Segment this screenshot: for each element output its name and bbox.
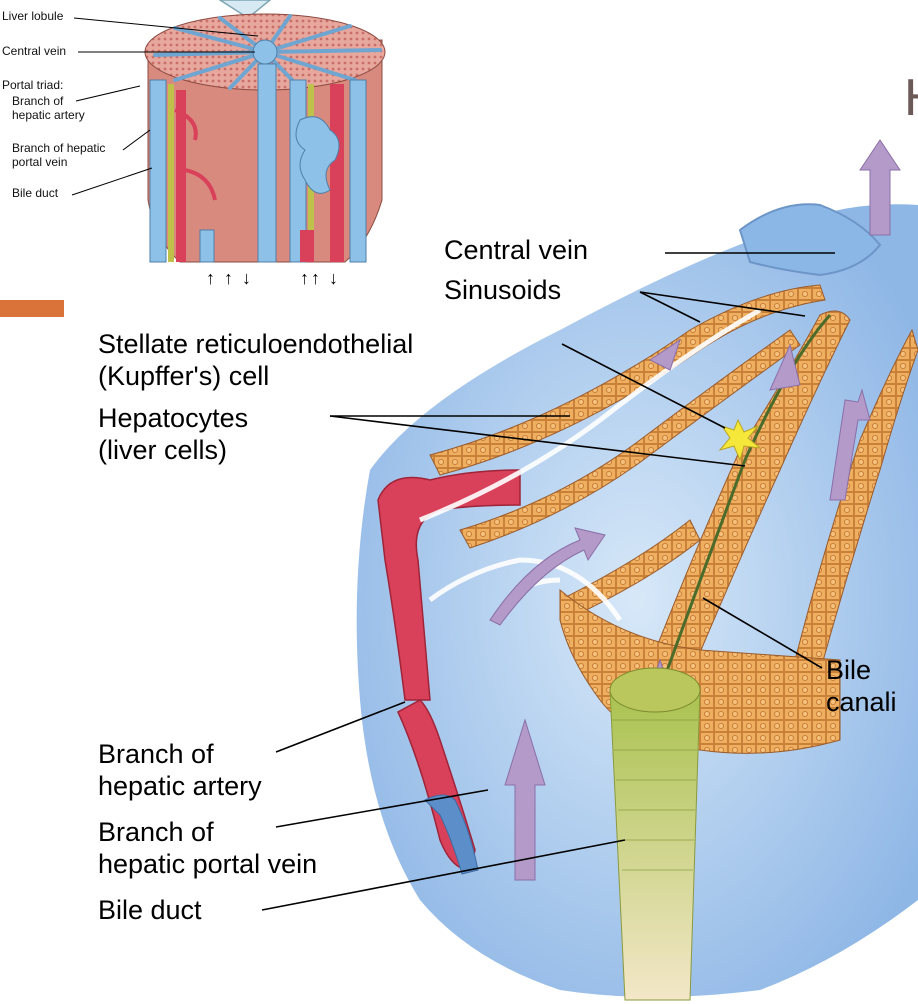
label-stellate-kupffer-cell: Stellate reticuloendothelial (Kupffer's)… — [98, 328, 413, 393]
inset-label-portal-triad: Portal triad: — [2, 79, 63, 93]
label-hepatocytes: Hepatocytes (liver cells) — [98, 402, 248, 467]
label-bile-canaliculi: Bile canali — [826, 654, 897, 719]
label-sinusoids: Sinusoids — [444, 274, 561, 306]
inset-lobule-illustration — [145, 14, 385, 262]
label-branch-hepatic-artery: Branch of hepatic artery — [98, 738, 262, 803]
inset-label-central-vein: Central vein — [2, 45, 66, 59]
label-central-vein: Central vein — [444, 234, 588, 266]
label-bile-duct: Bile duct — [98, 894, 202, 926]
main-lobule-illustration — [357, 140, 918, 1000]
inset-label-branch-hepatic-artery: Branch of hepatic artery — [12, 95, 85, 123]
inset-label-bile-duct: Bile duct — [12, 187, 58, 201]
inset-flow-arrows-right: ↑↑ ↓ — [300, 268, 340, 288]
label-branch-hepatic-portal-vein: Branch of hepatic portal vein — [98, 816, 317, 881]
inset-label-liver-lobule: Liver lobule — [2, 10, 63, 24]
inset-label-branch-hepatic-portal-vein: Branch of hepatic portal vein — [12, 142, 105, 170]
inset-flow-arrows-left: ↑ ↑ ↓ — [206, 268, 253, 288]
